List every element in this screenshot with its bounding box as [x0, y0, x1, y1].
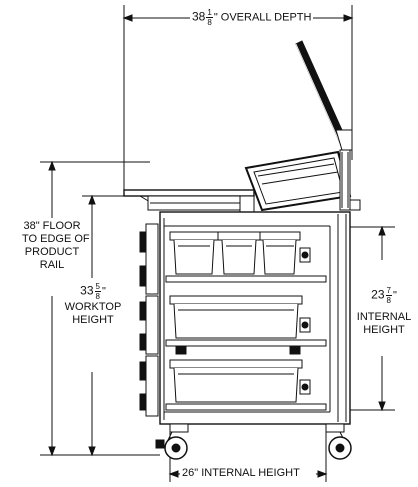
floor-to-rail-line-1: 38" FLOOR — [23, 220, 81, 232]
top-drawer-pans — [165, 231, 327, 283]
floor-to-rail-line-3: PRODUCT — [24, 246, 80, 258]
right-caster — [325, 423, 352, 460]
bottom-dimension-label: 26" INTERNAL HEIGHT — [180, 467, 302, 480]
worktop-height-line-2: HEIGHT — [72, 314, 114, 326]
left-caster — [155, 423, 189, 460]
raised-lid — [295, 40, 353, 153]
worktop-height-line-1: WORKTOP — [64, 301, 122, 313]
bottom-drawer-pan — [165, 359, 327, 411]
drawer-fronts — [139, 223, 159, 417]
product-rail — [244, 149, 361, 212]
internal-height-line-1: INTERNAL — [356, 311, 412, 323]
internal-height-line-2: HEIGHT — [363, 324, 405, 336]
floor-to-rail-line-4: RAIL — [39, 259, 65, 271]
floor-to-rail-dimension — [40, 160, 150, 457]
floor-to-rail-label: 38" FLOOR TO EDGE OF PRODUCT RAIL — [22, 220, 90, 272]
middle-drawer-pan — [165, 295, 327, 355]
worktop — [123, 189, 255, 213]
worktop-height-dimension — [82, 194, 140, 457]
floor-to-rail-line-2: TO EDGE OF — [22, 233, 90, 245]
